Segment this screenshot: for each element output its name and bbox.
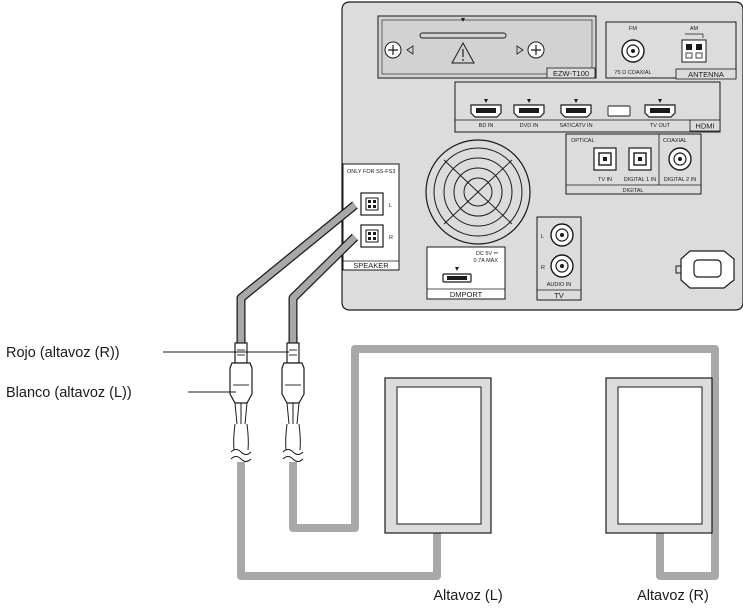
tv-label: TV (554, 291, 564, 300)
antenna-section: FM AM 75 Ω COAXIAL ANTENNA (605, 21, 737, 80)
hdmi-sat-catv-in-port[interactable] (560, 104, 592, 118)
hdmi-tv-out-port[interactable] (644, 104, 676, 118)
speaker-label: SPEAKER (353, 261, 389, 270)
digital-section: OPTICAL COAXIAL TV IN DIGITAL 1 IN DIGIT… (565, 133, 702, 195)
hdmi-label: HDMI (695, 122, 714, 131)
power-inlet (675, 250, 735, 289)
optical-label: OPTICAL (571, 138, 595, 144)
optical-tv-in-port[interactable] (593, 147, 617, 171)
am-terminal[interactable] (681, 33, 707, 63)
am-label: AM (690, 26, 699, 32)
hdmi-sat-catv-in-label: SAT/CATV IN (559, 123, 592, 129)
speaker-section: ONLY FOR SS-FS3 L R SPEAKER (342, 163, 400, 271)
coaxial-small-label: COAXIAL (663, 138, 687, 144)
hdmi-section: BD IN DVD IN SAT/CATV IN TV OUT HDMI (454, 81, 721, 133)
coaxial-digital2-in-jack[interactable] (668, 147, 692, 171)
dc-ma-label: 0.7A MAX (474, 258, 499, 264)
dmport-section: DC 5V ⎓ 0.7A MAX DMPORT (426, 246, 506, 300)
digital2-label: DIGITAL 2 IN (664, 177, 696, 183)
optical-digital1-in-port[interactable] (628, 147, 652, 171)
hdmi-dvd-in-label: DVD IN (520, 123, 539, 129)
speaker-r-label: R (389, 235, 393, 241)
hdmi-dvd-in-port[interactable] (513, 104, 545, 118)
warning-icon (451, 41, 475, 64)
audio-l-label: L (541, 234, 544, 240)
speaker-r-terminal[interactable] (360, 224, 384, 248)
speaker-left-label: Altavoz (L) (433, 588, 502, 604)
audio-r-label: R (541, 265, 545, 271)
white-callout: Blanco (altavoz (L)) (6, 385, 132, 401)
speaker-l-label: L (389, 203, 392, 209)
white-plug (229, 342, 253, 462)
tv-in-label: TV IN (598, 177, 612, 183)
slot-label: EZW-T100 (553, 69, 589, 78)
hdmi-tv-out-label: TV OUT (650, 123, 671, 129)
speaker-right-label: Altavoz (R) (637, 588, 709, 604)
red-plug (281, 342, 305, 462)
red-callout: Rojo (altavoz (R)) (6, 345, 120, 361)
audio-in-r-jack[interactable] (550, 254, 574, 278)
antenna-label: ANTENNA (688, 70, 724, 79)
digital1-label: DIGITAL 1 IN (624, 177, 656, 183)
speaker-cables (236, 201, 719, 580)
audio-in-label: AUDIO IN (547, 282, 571, 288)
digital-label: DIGITAL (623, 188, 644, 194)
speaker-l-terminal[interactable] (360, 192, 384, 216)
speaker-left (384, 377, 492, 534)
coaxial-label: 75 Ω COAXIAL (614, 70, 651, 76)
dc-label: DC 5V ⎓ (476, 251, 499, 257)
fm-coaxial-jack[interactable] (621, 39, 645, 63)
card-slot: EZW-T100 (377, 15, 597, 79)
audio-in-l-jack[interactable] (550, 223, 574, 247)
fan-vent (425, 139, 531, 245)
tv-audio-section: L R AUDIO IN TV (536, 216, 582, 301)
hdmi-bd-in-port[interactable] (470, 104, 502, 118)
fm-label: FM (629, 26, 637, 32)
dmport-connector[interactable] (442, 273, 472, 283)
only-for-label: ONLY FOR SS-FS3 (347, 169, 395, 175)
speaker-right (605, 377, 713, 534)
rear-panel: EZW-T100 FM AM 75 Ω COAXIAL ANTENNA (341, 1, 743, 311)
hdmi-blank-cover (607, 105, 631, 117)
hdmi-bd-in-label: BD IN (479, 123, 494, 129)
dmport-label: DMPORT (450, 290, 483, 299)
callouts: Rojo (altavoz (R)) Blanco (altavoz (L)) … (6, 345, 709, 604)
